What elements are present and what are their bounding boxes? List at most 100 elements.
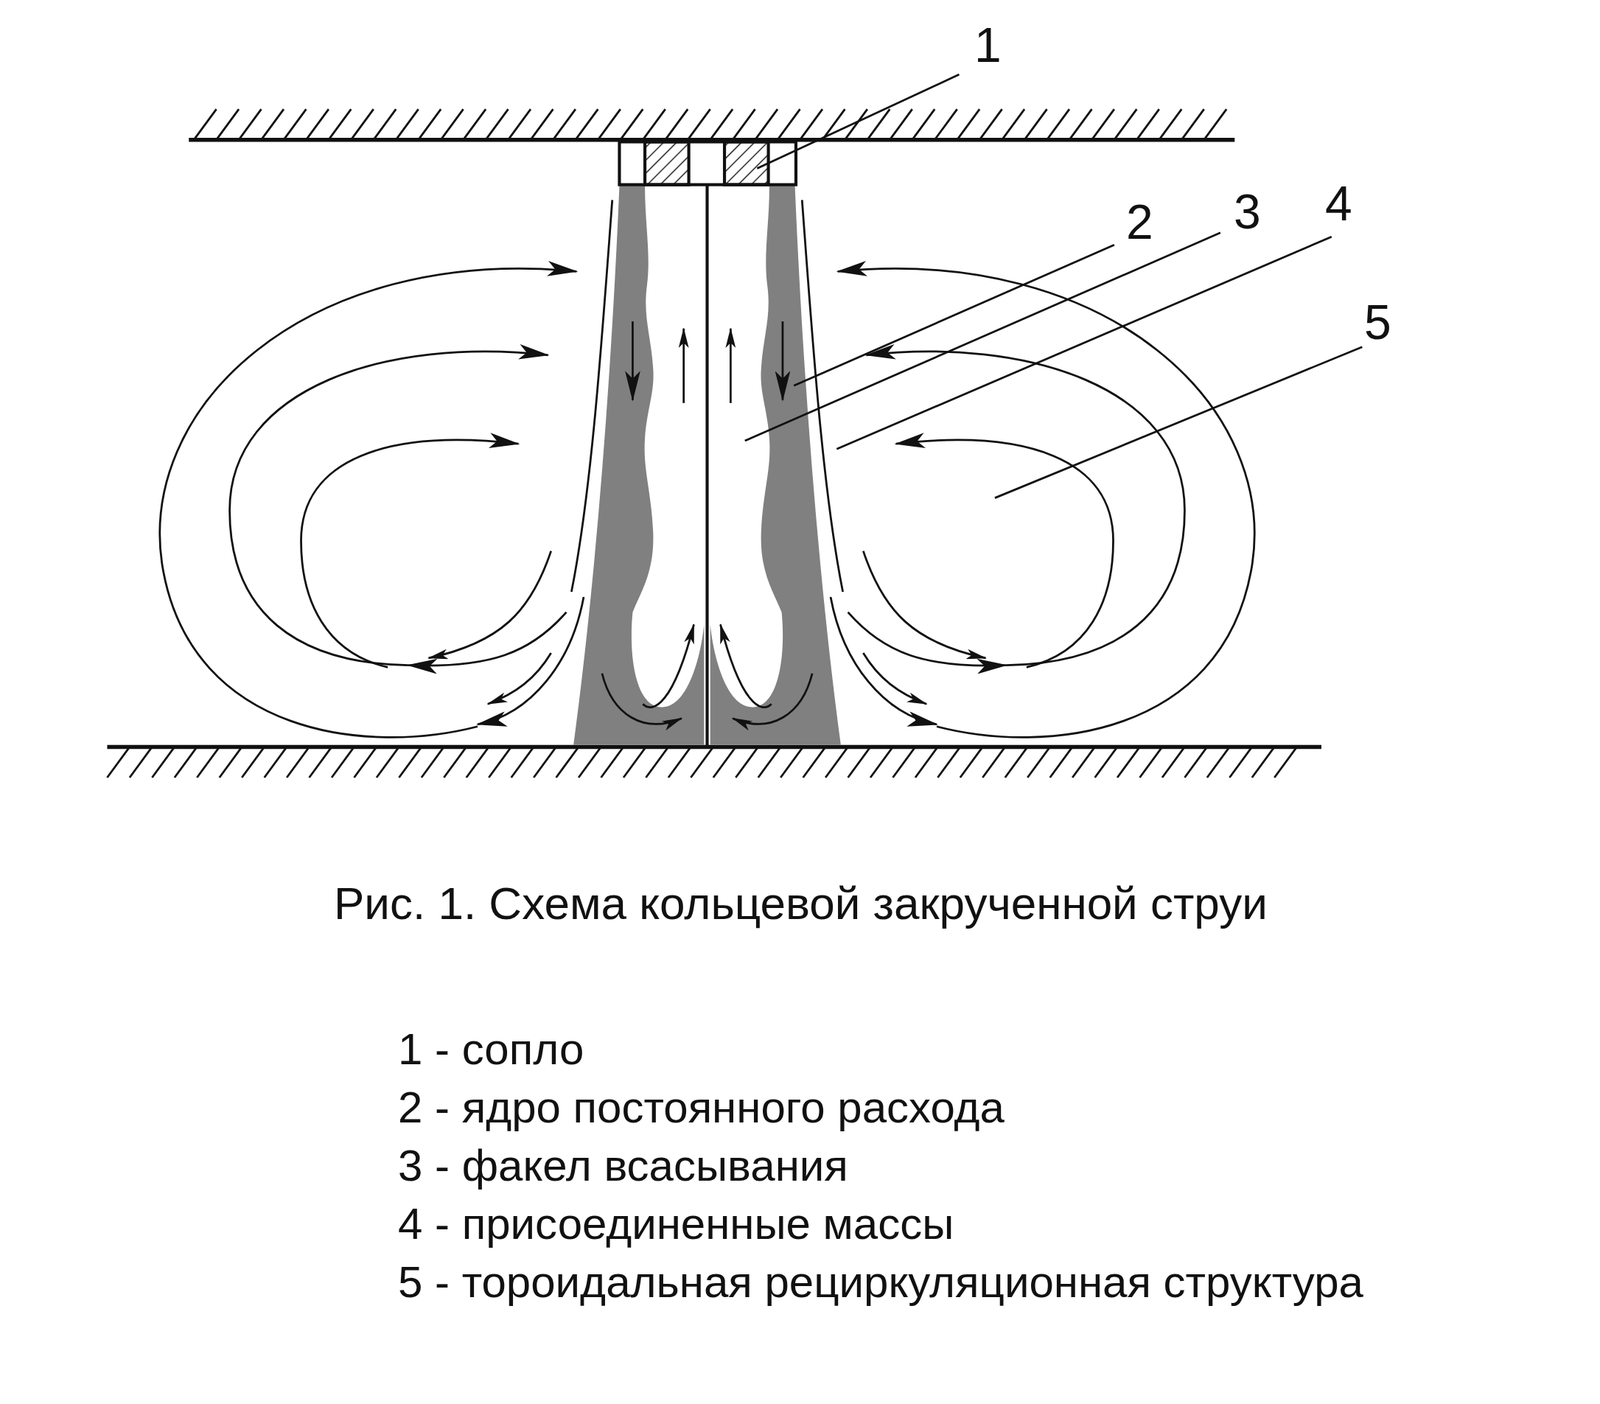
hatch-stroke <box>1095 746 1118 778</box>
hatch-stroke <box>915 746 938 778</box>
hatch-stroke <box>305 109 328 141</box>
hatch-stroke <box>687 109 710 141</box>
hatch-stroke <box>822 109 845 141</box>
hatch-stroke <box>216 109 239 141</box>
hatch-stroke <box>193 109 216 141</box>
hatch-stroke <box>732 109 755 141</box>
hatch-stroke <box>309 746 332 778</box>
hatch-stroke <box>575 109 598 141</box>
hatch-stroke <box>1091 109 1114 141</box>
hatch-stroke <box>844 109 867 141</box>
wall-hatching <box>106 109 1297 778</box>
figure-caption: Рис. 1. Схема кольцевой закрученной стру… <box>333 877 1268 930</box>
hatch-stroke <box>1252 746 1275 778</box>
hatch-stroke <box>1024 109 1047 141</box>
hatch-stroke <box>1159 109 1182 141</box>
hatch-stroke <box>418 109 441 141</box>
hatch-stroke <box>578 746 601 778</box>
hatch-stroke <box>530 109 553 141</box>
hatch-stroke <box>777 109 800 141</box>
hatch-stroke <box>690 746 713 778</box>
hatch-stroke <box>979 109 1002 141</box>
hatch-stroke <box>353 746 376 778</box>
hatch-stroke <box>713 746 736 778</box>
hatch-stroke <box>421 746 444 778</box>
hatch-stroke <box>957 109 980 141</box>
callout-number: 2 <box>1126 194 1154 251</box>
hatch-stroke <box>443 746 466 778</box>
hatch-stroke <box>331 746 354 778</box>
hatch-stroke <box>1229 746 1252 778</box>
hatch-stroke <box>488 746 511 778</box>
hatch-stroke <box>665 109 688 141</box>
hatch-stroke <box>261 109 284 141</box>
jet-axis <box>705 184 709 748</box>
hatch-stroke <box>466 746 489 778</box>
hatch-stroke <box>960 746 983 778</box>
hatch-stroke <box>803 746 826 778</box>
hatch-stroke <box>1002 109 1025 141</box>
hatch-stroke <box>623 746 646 778</box>
hatch-stroke <box>174 746 197 778</box>
hatch-stroke <box>825 746 848 778</box>
hatch-stroke <box>597 109 620 141</box>
hatch-stroke <box>1207 746 1230 778</box>
hatch-stroke <box>982 746 1005 778</box>
hatch-stroke <box>867 109 890 141</box>
hatch-stroke <box>889 109 912 141</box>
hatch-stroke <box>668 746 691 778</box>
hatch-stroke <box>440 109 463 141</box>
hatch-stroke <box>1140 746 1163 778</box>
legend-entry: 3 - факел всасывания <box>397 1140 849 1191</box>
hatch-stroke <box>129 746 152 778</box>
legend-entry: 1 - сопло <box>397 1023 584 1075</box>
hatch-stroke <box>533 746 556 778</box>
hatch-stroke <box>395 109 418 141</box>
hatch-stroke <box>1027 746 1050 778</box>
hatch-stroke <box>780 746 803 778</box>
hatch-stroke <box>1136 109 1159 141</box>
hatch-stroke <box>238 109 261 141</box>
hatch-stroke <box>1204 109 1227 141</box>
hatch-stroke <box>511 746 534 778</box>
hatch-stroke <box>1069 109 1092 141</box>
hatch-stroke <box>645 746 668 778</box>
legend-entry: 4 - присоединенные массы <box>397 1198 954 1250</box>
hatch-stroke <box>1181 109 1204 141</box>
hatch-stroke <box>508 109 531 141</box>
hatch-stroke <box>800 109 823 141</box>
hatch-stroke <box>1050 746 1073 778</box>
callout-number: 3 <box>1233 184 1261 241</box>
hatch-stroke <box>373 109 396 141</box>
hatch-stroke <box>196 746 219 778</box>
hatch-stroke <box>1162 746 1185 778</box>
hatch-stroke <box>758 746 781 778</box>
hatch-stroke <box>1005 746 1028 778</box>
hatch-stroke <box>1117 746 1140 778</box>
hatch-stroke <box>755 109 778 141</box>
legend-entry: 5 - тороидальная рециркуляционная структ… <box>397 1256 1364 1308</box>
hatch-stroke <box>286 746 309 778</box>
hatch-stroke <box>601 746 624 778</box>
hatch-stroke <box>463 109 486 141</box>
hatch-stroke <box>620 109 643 141</box>
floor-wall <box>106 745 1321 750</box>
hatch-stroke <box>848 746 871 778</box>
hatch-stroke <box>485 109 508 141</box>
hatch-stroke <box>283 109 306 141</box>
callout-number: 1 <box>974 17 1002 74</box>
hatch-stroke <box>642 109 665 141</box>
hatch-stroke <box>556 746 579 778</box>
hatch-stroke <box>1047 109 1070 141</box>
leader-lines <box>745 74 1363 499</box>
hatch-stroke <box>398 746 421 778</box>
hatch-stroke <box>937 746 960 778</box>
hatch-stroke <box>264 746 287 778</box>
callout-number: 4 <box>1325 176 1353 233</box>
hatch-stroke <box>1114 109 1137 141</box>
hatch-stroke <box>552 109 575 141</box>
hatch-stroke <box>376 746 399 778</box>
hatch-stroke <box>350 109 373 141</box>
hatch-stroke <box>912 109 935 141</box>
